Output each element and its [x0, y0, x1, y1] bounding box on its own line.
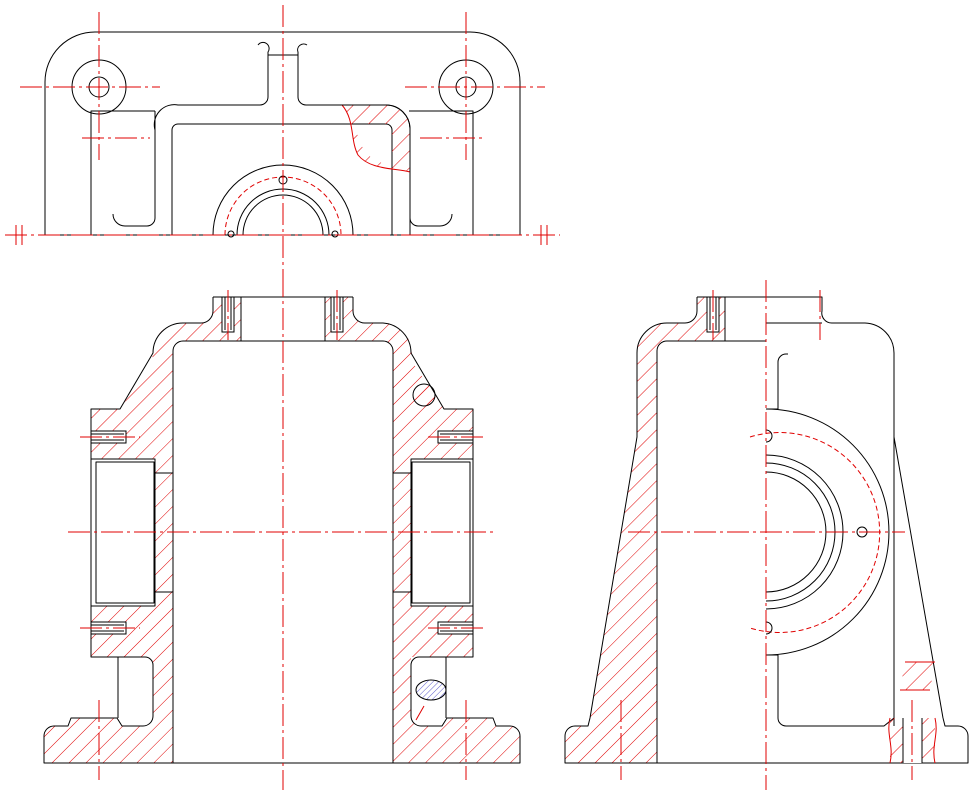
side-bearing-boss [765, 408, 890, 656]
side-left-half-section [565, 297, 725, 763]
top-view-boss [153, 41, 411, 235]
top-view [5, 5, 560, 290]
front-section-view [43, 275, 521, 790]
side-half-section-view [564, 280, 969, 790]
front-right-wall-section [325, 297, 520, 763]
top-view-local-section [342, 105, 410, 172]
top-view-inner-walls [90, 110, 474, 235]
front-left-wall-section [44, 297, 241, 763]
